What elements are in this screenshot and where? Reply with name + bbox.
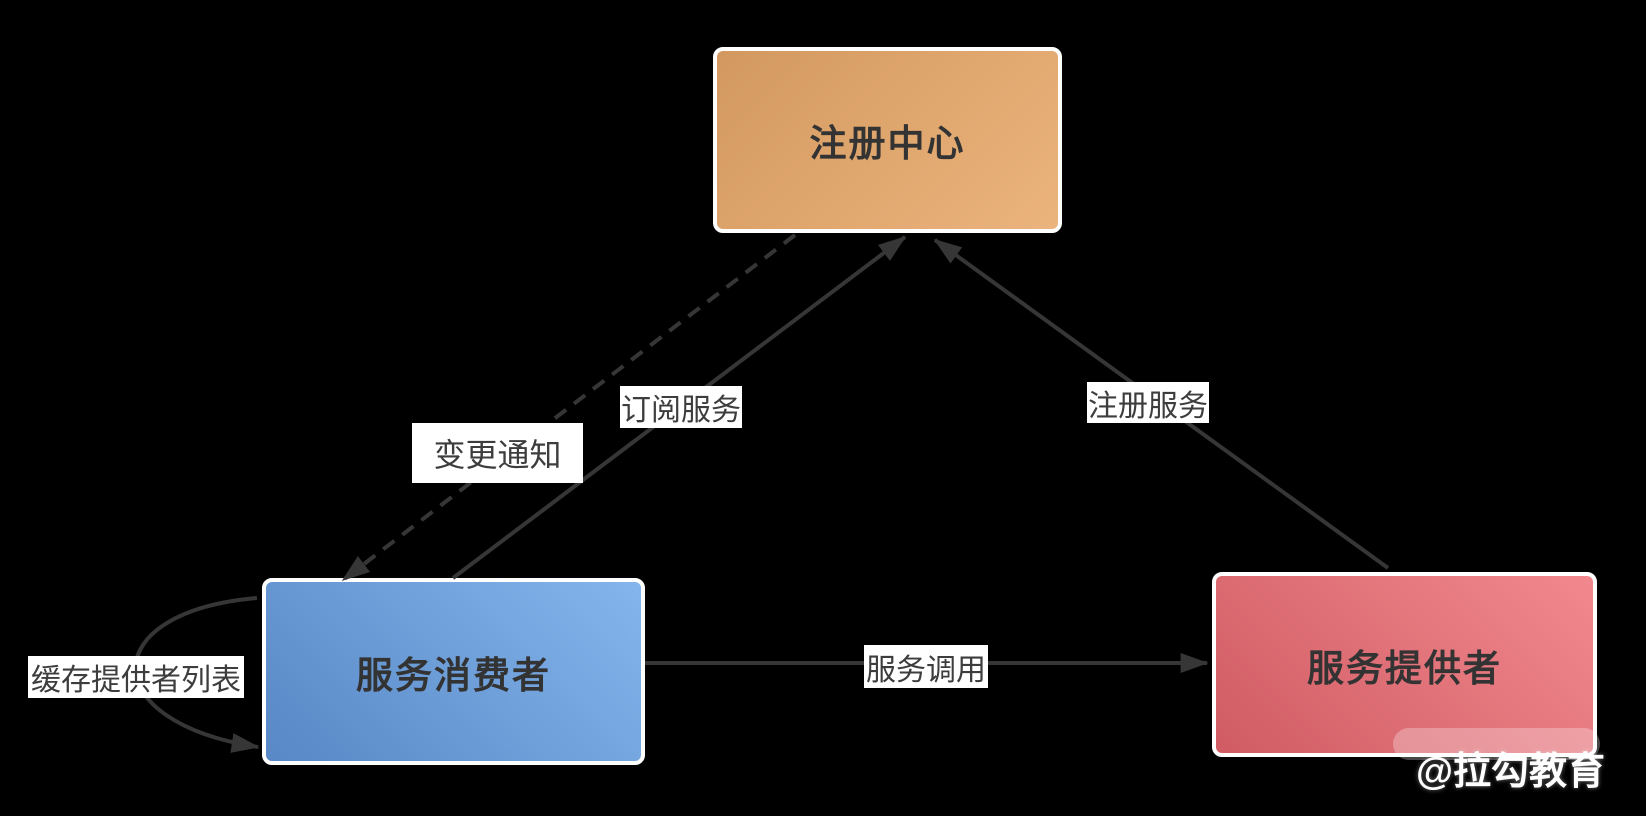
service-provider-label: 服务提供者 xyxy=(1307,647,1502,689)
edge-label-service-invoke: 服务调用 xyxy=(864,645,988,688)
registry-center-label: 注册中心 xyxy=(809,123,966,164)
registry-center-node: 注册中心 xyxy=(713,47,1062,233)
service-consumer-label: 服务消费者 xyxy=(356,654,551,696)
watermark-pill xyxy=(1393,728,1600,760)
edge-label-register-service: 注册服务 xyxy=(1087,382,1209,423)
edge-label-change-notification: 变更通知 xyxy=(412,423,583,483)
service-provider-node: 服务提供者 xyxy=(1212,572,1597,757)
watermark-text: @拉勾教育 xyxy=(1416,751,1606,793)
edge-label-subscribe-service: 订阅服务 xyxy=(620,386,742,428)
edge-label-cache-provider-list: 缓存提供者列表 xyxy=(28,656,244,698)
service-consumer-node: 服务消费者 xyxy=(262,578,645,765)
